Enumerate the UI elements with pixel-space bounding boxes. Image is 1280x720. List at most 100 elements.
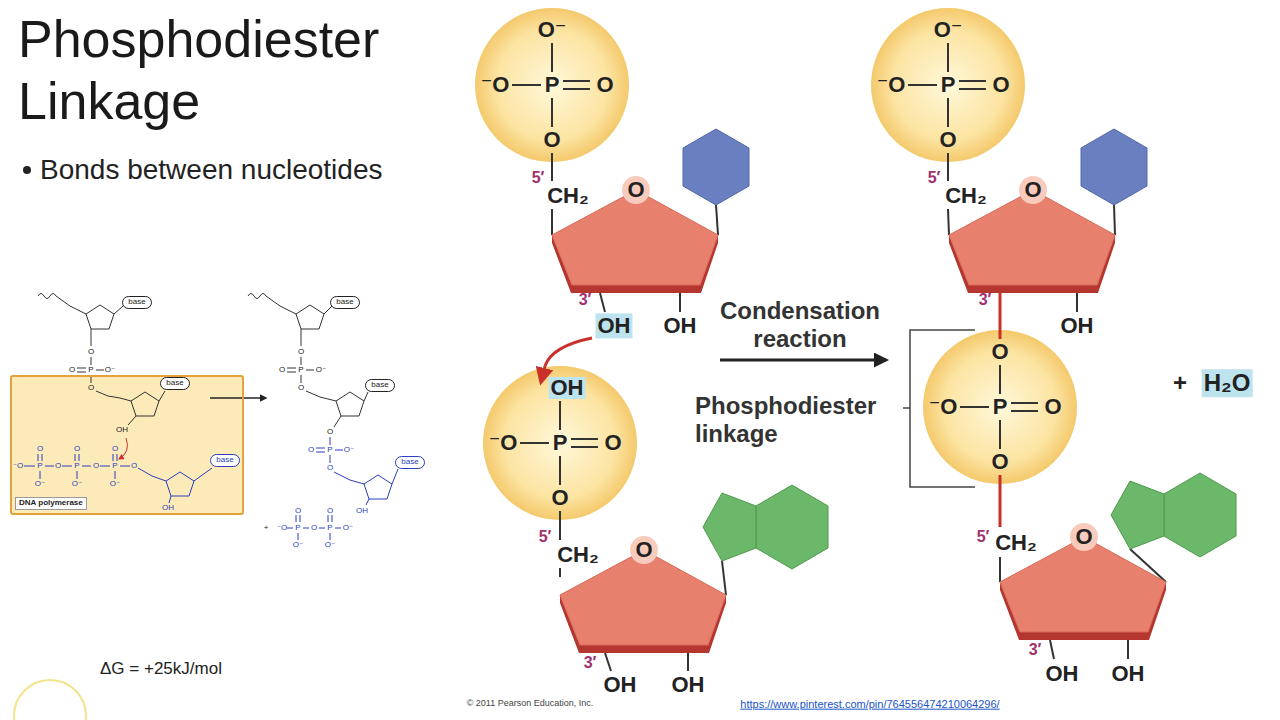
bond: [334, 392, 368, 427]
phosphate-circle: OH⁻OPOO: [482, 365, 638, 521]
attack-arrow-head: [541, 366, 545, 382]
atom-label: CH₂: [557, 542, 599, 567]
atom-label: CH₂: [547, 183, 589, 208]
atom-label: O: [551, 487, 568, 509]
bond: [999, 557, 1001, 582]
pyrophosphate-bonds: [287, 515, 341, 540]
atom-label: O: [627, 179, 644, 201]
purine-base: [703, 493, 756, 561]
phosphate-bonds: [512, 43, 590, 127]
atom-label: O: [992, 74, 1009, 96]
bond: [1114, 205, 1115, 235]
bond: [716, 205, 718, 235]
carbon-number: 3′: [584, 654, 597, 672]
source-link: https://www.pinterest.com/pin/7645564742…: [740, 698, 999, 711]
carbon-number: 3′: [579, 291, 592, 309]
bullet-dot: [23, 166, 31, 174]
pyrimidine-base: [683, 129, 749, 205]
sugar-ring: [296, 305, 324, 329]
phosphate-bonds: [960, 365, 1038, 449]
atom-label: O: [131, 461, 137, 470]
free-energy-note: ΔG = +25kJ/mol: [100, 659, 222, 679]
atom-label: ⁻O: [489, 432, 518, 454]
atom-label: P: [112, 461, 117, 470]
new-bond: [999, 485, 1002, 527]
ring-oxygen-spot: [630, 536, 658, 564]
enzyme-name: DNA polymerase: [15, 497, 87, 510]
slide-title: Phosphodiester Linkage: [18, 8, 448, 132]
phosphate-bonds: [316, 437, 364, 484]
atom-label: O: [311, 523, 317, 532]
atom-label: ⁻O: [13, 461, 23, 470]
atom-label: O: [298, 347, 304, 356]
phosphate-bonds: [908, 43, 986, 127]
base-label: base: [166, 379, 183, 387]
base-label: base: [371, 381, 388, 389]
atom-label: O: [991, 341, 1008, 363]
pyrimidine-base: [1081, 129, 1147, 205]
purine-base: [1111, 481, 1164, 549]
atom-label: P: [553, 432, 568, 454]
bond: [551, 153, 553, 163]
base-oval: base: [122, 296, 152, 309]
bond: [559, 511, 561, 521]
bond: [128, 391, 165, 425]
atom-label: ⁻O: [877, 74, 906, 96]
base-label: base: [401, 458, 418, 466]
attack-arrow: [545, 338, 592, 366]
bond: [1076, 293, 1078, 312]
atom-label: ⁻O: [481, 74, 510, 96]
atom-label: O⁻: [343, 523, 353, 532]
sugar-ring: [166, 472, 194, 496]
atom-label: O⁻: [110, 479, 120, 488]
bullet-text: Bonds between nucleotides: [40, 154, 382, 186]
atom-label: O: [1075, 526, 1092, 548]
purine-base: [756, 485, 828, 569]
atom-label: O⁻: [325, 540, 335, 549]
phosphate-circle-fill: [483, 366, 637, 520]
atom-label: O⁻: [35, 479, 45, 488]
bond: [600, 293, 680, 312]
atom-label: OH: [116, 425, 128, 434]
sugar-ring: [131, 392, 159, 416]
bond: [605, 653, 688, 671]
plus-sign: +: [1173, 369, 1187, 397]
enzyme-box-fill: [10, 375, 244, 515]
ring-oxygen-spot: [1070, 523, 1098, 551]
phosphate-circle: O⁻⁻OPOO: [870, 7, 1026, 163]
atom-label: P: [941, 74, 956, 96]
phosphate-circle: O⁻⁻OPOO: [474, 7, 630, 163]
atom-label: O: [635, 539, 652, 561]
atom-label: O: [604, 432, 621, 454]
reaction-arrow: [210, 397, 266, 399]
phosphate-circle: O⁻OPOO: [922, 329, 1078, 485]
atom-label: O: [69, 365, 75, 374]
atom-label: O: [596, 74, 613, 96]
atom-label: O: [327, 427, 333, 436]
atom-label: OH: [596, 313, 633, 338]
atom-label: O: [279, 365, 285, 374]
chain-wave: [38, 294, 86, 315]
atom-label: O: [298, 383, 304, 392]
atom-label: O: [55, 461, 61, 470]
atom-label: O: [88, 383, 94, 392]
atom-label: ⁻O: [277, 523, 287, 532]
atom-label: OH: [162, 503, 174, 512]
base-label: base: [216, 456, 233, 464]
atom-label: O: [37, 444, 43, 453]
base-oval: base: [160, 377, 190, 390]
atom-label: OH: [356, 506, 368, 515]
atom-label: O⁻: [105, 365, 115, 374]
atom-label: H₂O: [1202, 369, 1253, 397]
atom-label: O: [1044, 396, 1061, 418]
chain-wave: [248, 294, 296, 315]
carbon-number: 3′: [1029, 641, 1042, 659]
bond: [77, 306, 131, 401]
bond: [366, 469, 398, 505]
atom-label: O: [1024, 179, 1041, 201]
atom-label: OH: [1046, 661, 1079, 686]
atom-label: O: [88, 347, 94, 356]
backbone-bonds: [552, 163, 1166, 671]
carbon-number: 3′: [979, 291, 992, 309]
